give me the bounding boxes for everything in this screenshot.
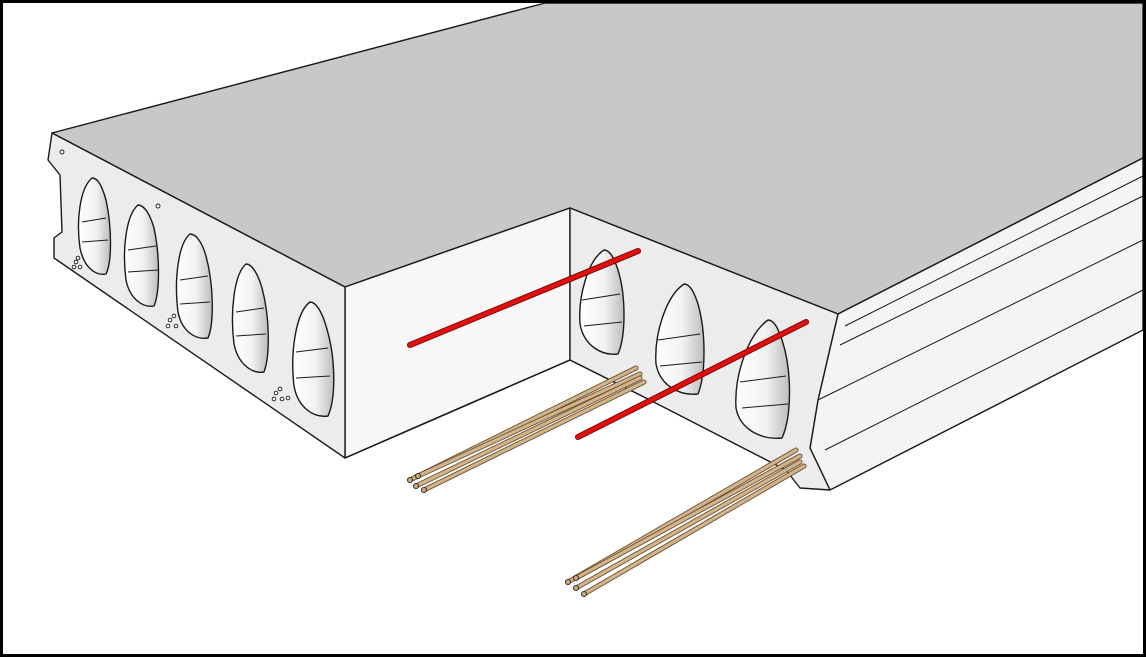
hole-line bbox=[295, 347, 329, 353]
hole-right-2 bbox=[655, 283, 705, 395]
hole-left-2 bbox=[123, 204, 160, 307]
hole-line bbox=[81, 239, 109, 243]
strand-bundle-2 bbox=[565, 447, 807, 598]
left-slab-holes bbox=[77, 177, 335, 417]
side-groove-3 bbox=[817, 239, 1144, 401]
red-rebar-2-fill bbox=[575, 319, 809, 440]
strand-dots-left bbox=[59, 149, 291, 402]
hole-line bbox=[127, 269, 159, 273]
red-rebars bbox=[407, 248, 809, 440]
hole-line bbox=[581, 293, 621, 301]
side-groove-4 bbox=[824, 289, 1144, 451]
hole-line bbox=[235, 307, 265, 313]
hole-line bbox=[659, 361, 703, 367]
hole-line bbox=[295, 375, 331, 379]
hole-line bbox=[583, 321, 623, 327]
hole-line bbox=[81, 217, 107, 223]
hole-line bbox=[739, 375, 787, 383]
side-groove-2 bbox=[839, 195, 1144, 346]
hole-line bbox=[179, 301, 211, 305]
hole-line bbox=[127, 245, 157, 251]
side-groove-1 bbox=[844, 175, 1144, 327]
strand-bundle-1 bbox=[406, 365, 647, 493]
hole-left-4 bbox=[231, 263, 269, 373]
hole-line bbox=[235, 333, 267, 337]
hole-left-1 bbox=[77, 177, 112, 275]
hole-left-3 bbox=[175, 233, 213, 339]
hole-left-5 bbox=[292, 301, 335, 417]
red-rebar-1-fill bbox=[407, 248, 641, 348]
hole-line bbox=[179, 275, 209, 281]
hole-line bbox=[741, 403, 789, 409]
hole-line bbox=[657, 333, 701, 341]
